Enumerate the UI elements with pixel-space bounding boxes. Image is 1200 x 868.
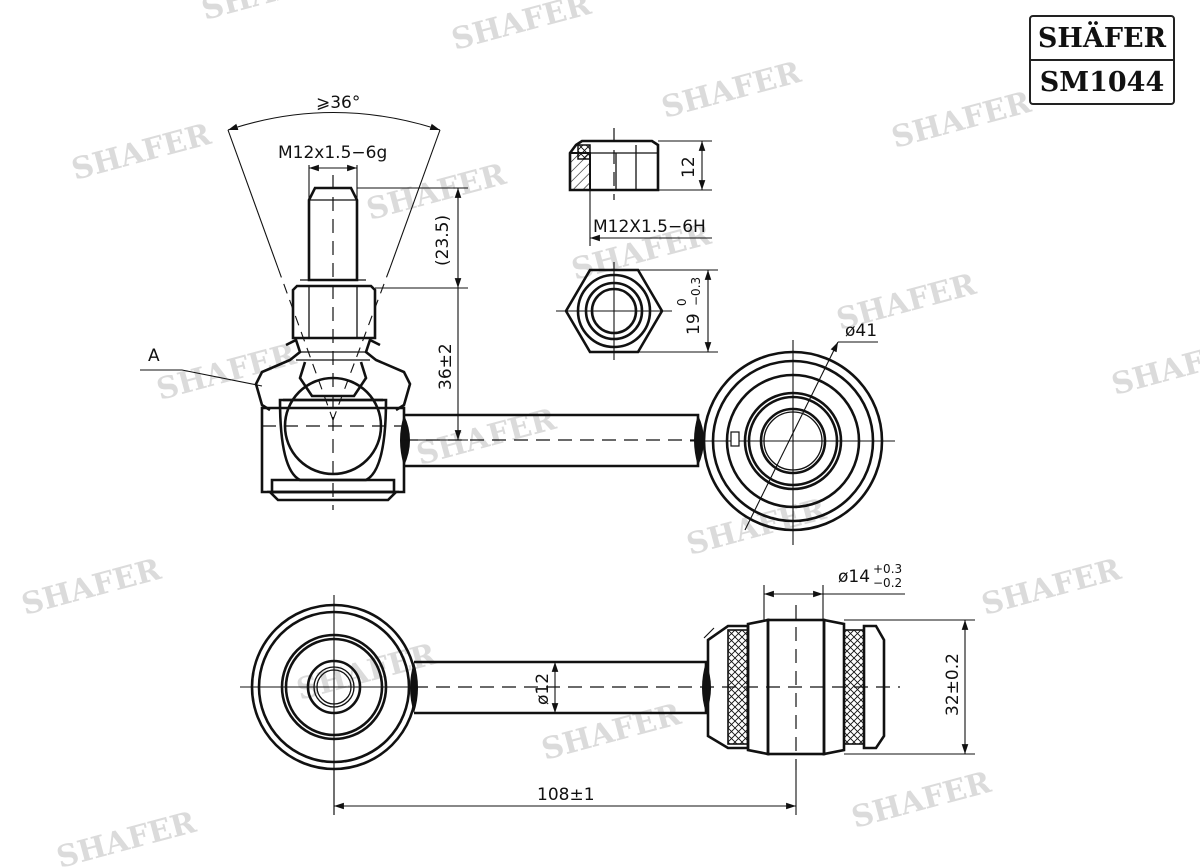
svg-text:(23.5): (23.5)	[433, 215, 453, 266]
svg-text:12: 12	[679, 156, 699, 178]
svg-text:19: 19	[684, 313, 704, 335]
svg-text:SHAFER: SHAFER	[888, 85, 1036, 156]
eye-top-view: ø41	[690, 321, 895, 545]
ball-joint-bottom-view	[240, 595, 420, 815]
brand-name: SHÄFER	[1031, 17, 1173, 61]
svg-text:SHAFER: SHAFER	[538, 697, 686, 768]
ball-joint-section: ⩾36° M12x1.5−6g (23.5) 36±2	[140, 93, 468, 510]
svg-text:36±2: 36±2	[436, 343, 456, 390]
svg-text:SHAFER: SHAFER	[413, 402, 561, 473]
overall-length-dimension: 108±1	[333, 770, 797, 815]
bushing-section: ø14 +0.3 −0.2 32±0.2	[703, 562, 975, 770]
svg-text:SHAFER: SHAFER	[848, 765, 996, 836]
svg-text:M12x1.5−6g: M12x1.5−6g	[278, 143, 387, 163]
svg-text:SHAFER: SHAFER	[448, 0, 596, 58]
nut-side-view: 12 M12X1.5−6H	[568, 128, 712, 246]
svg-text:−0.3: −0.3	[689, 277, 703, 306]
svg-text:SHAFER: SHAFER	[198, 0, 346, 28]
svg-text:+0.3: +0.3	[873, 562, 902, 576]
svg-text:SHAFER: SHAFER	[18, 552, 166, 623]
svg-text:32±0.2: 32±0.2	[943, 653, 963, 716]
svg-text:SHAFER: SHAFER	[68, 117, 216, 188]
svg-text:SHAFER: SHAFER	[53, 805, 201, 868]
svg-text:ø12: ø12	[533, 673, 553, 705]
watermarks: SHAFER SHAFER SHAFER SHAFER SHAFER SHAFE…	[18, 0, 1200, 868]
nut-front-view: 19 0 −0.3	[556, 262, 718, 360]
part-number: SM1044	[1039, 66, 1165, 98]
svg-text:0: 0	[675, 298, 689, 306]
svg-text:SHAFER: SHAFER	[1108, 332, 1200, 403]
svg-text:M12X1.5−6H: M12X1.5−6H	[593, 217, 706, 237]
svg-text:−0.2: −0.2	[873, 576, 902, 590]
svg-text:⩾36°: ⩾36°	[316, 93, 360, 113]
svg-text:ø14: ø14	[838, 567, 870, 587]
svg-text:SHAFER: SHAFER	[683, 492, 831, 563]
svg-text:108±1: 108±1	[537, 785, 595, 805]
brand-logo: SHÄFER SM1044	[1029, 15, 1175, 105]
svg-text:SHAFER: SHAFER	[658, 55, 806, 126]
svg-text:A: A	[148, 346, 160, 366]
svg-text:SHAFER: SHAFER	[978, 552, 1126, 623]
svg-text:ø41: ø41	[845, 321, 877, 341]
svg-text:SHAFER: SHAFER	[153, 337, 301, 408]
